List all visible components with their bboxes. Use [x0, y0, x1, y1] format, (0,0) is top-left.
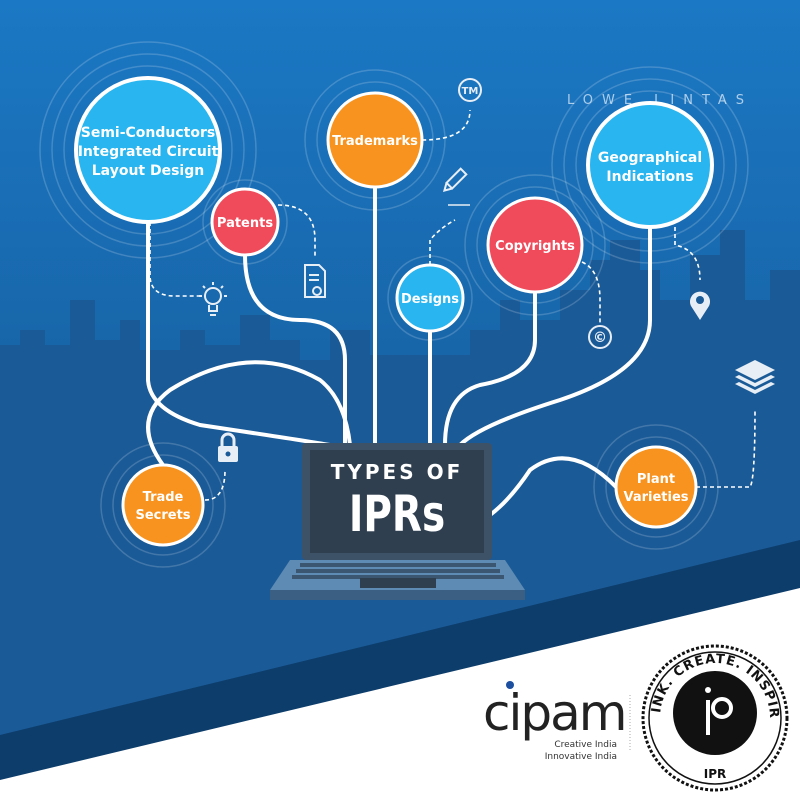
node-patents: Patents [210, 187, 280, 257]
copyright-icon: © [588, 325, 612, 349]
document-certificate-icon [304, 264, 326, 298]
svg-text:TM: TM [462, 86, 479, 97]
connector-wires [146, 185, 652, 517]
svg-text:IPR: IPR [704, 767, 727, 781]
lightbulb-icon [199, 282, 227, 316]
node-designs: Designs [395, 263, 465, 333]
padlock-icon [218, 432, 238, 462]
watermark-text: LOWE LINTAS [567, 93, 753, 108]
svg-text:Innovative India: Innovative India [545, 752, 617, 762]
node-copyrights: Copyrights [486, 196, 584, 294]
pencil-icon [442, 167, 468, 193]
svg-text:©: © [593, 330, 607, 346]
center-title-line1: TYPES OF [331, 460, 463, 484]
svg-text:Trademarks: Trademarks [332, 134, 418, 149]
trademark-icon: TM [458, 78, 482, 102]
dashed-connectors [149, 109, 756, 501]
laptop-screen [310, 450, 484, 553]
svg-text:Patents: Patents [217, 216, 273, 231]
laptop-trackpad [360, 578, 436, 588]
svg-text:cipam: cipam [483, 684, 625, 742]
map-pin-icon [690, 291, 710, 320]
svg-text:Creative India: Creative India [554, 740, 617, 750]
layers-icon [735, 360, 775, 394]
svg-text:Copyrights: Copyrights [495, 239, 575, 254]
laptop: TYPES OF IPRs [270, 443, 525, 600]
node-trademarks: Trademarks [326, 91, 424, 189]
white-footer [0, 588, 800, 800]
center-title-line2: IPRs [349, 484, 445, 543]
svg-text:Designs: Designs [401, 292, 459, 307]
cipam-logo: cipam Creative India Innovative India [483, 681, 627, 762]
